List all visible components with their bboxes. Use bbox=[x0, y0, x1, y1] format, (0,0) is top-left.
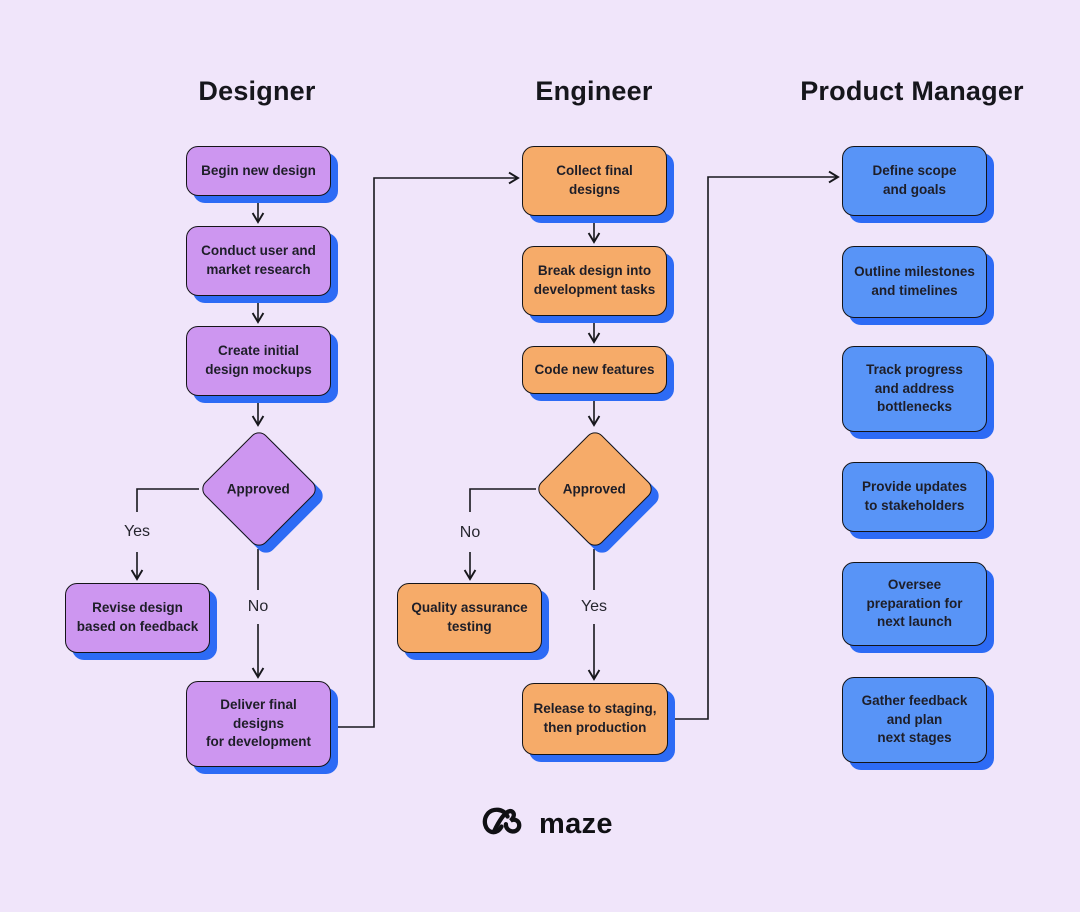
column-header-engineer: Engineer bbox=[535, 76, 653, 106]
column-header-product-manager: Product Manager bbox=[800, 76, 1024, 106]
branch-label-designer-yes: Yes bbox=[123, 523, 151, 540]
branch-label-designer-no: No bbox=[247, 598, 269, 615]
decision-diamond-engineer-approved: Approved bbox=[534, 428, 656, 550]
connector-engineer-to-pm bbox=[668, 170, 840, 720]
maze-logo-icon bbox=[482, 807, 522, 835]
branch-label-engineer-no: No bbox=[459, 524, 481, 541]
flow-node-oversee-preparation: Oversee preparation for next launch bbox=[842, 562, 987, 646]
connector-engineer-no-elbow bbox=[469, 488, 536, 512]
maze-wordmark: maze bbox=[539, 807, 613, 840]
connector-designer-yes-elbow bbox=[136, 488, 199, 512]
flow-node-begin-new-design: Begin new design bbox=[186, 146, 331, 196]
flow-node-outline-milestones: Outline milestones and timelines bbox=[842, 246, 987, 318]
flow-node-revise-design: Revise design based on feedback bbox=[65, 583, 210, 653]
flow-node-gather-feedback: Gather feedback and plan next stages bbox=[842, 677, 987, 763]
connector-designer-to-engineer bbox=[331, 171, 520, 728]
maze-logo: maze bbox=[478, 804, 613, 844]
branch-label-engineer-yes: Yes bbox=[580, 598, 608, 615]
flow-node-collect-final-designs: Collect final designs bbox=[522, 146, 667, 216]
flow-node-create-mockups: Create initial design mockups bbox=[186, 326, 331, 396]
flow-node-provide-updates: Provide updates to stakeholders bbox=[842, 462, 987, 532]
flow-node-track-progress: Track progress and address bottlenecks bbox=[842, 346, 987, 432]
flow-node-release-to-staging: Release to staging, then production bbox=[522, 683, 668, 755]
flow-node-quality-assurance-testing: Quality assurance testing bbox=[397, 583, 542, 653]
diamond-label: Approved bbox=[227, 481, 291, 497]
diamond-label: Approved bbox=[563, 481, 627, 497]
flow-node-break-design-into-tasks: Break design into development tasks bbox=[522, 246, 667, 316]
flow-node-define-scope-goals: Define scope and goals bbox=[842, 146, 987, 216]
flow-node-code-new-features: Code new features bbox=[522, 346, 667, 394]
column-header-designer: Designer bbox=[198, 76, 316, 106]
flow-node-conduct-research: Conduct user and market research bbox=[186, 226, 331, 296]
flow-node-deliver-final-designs: Deliver final designs for development bbox=[186, 681, 331, 767]
decision-diamond-designer-approved: Approved bbox=[198, 428, 320, 550]
